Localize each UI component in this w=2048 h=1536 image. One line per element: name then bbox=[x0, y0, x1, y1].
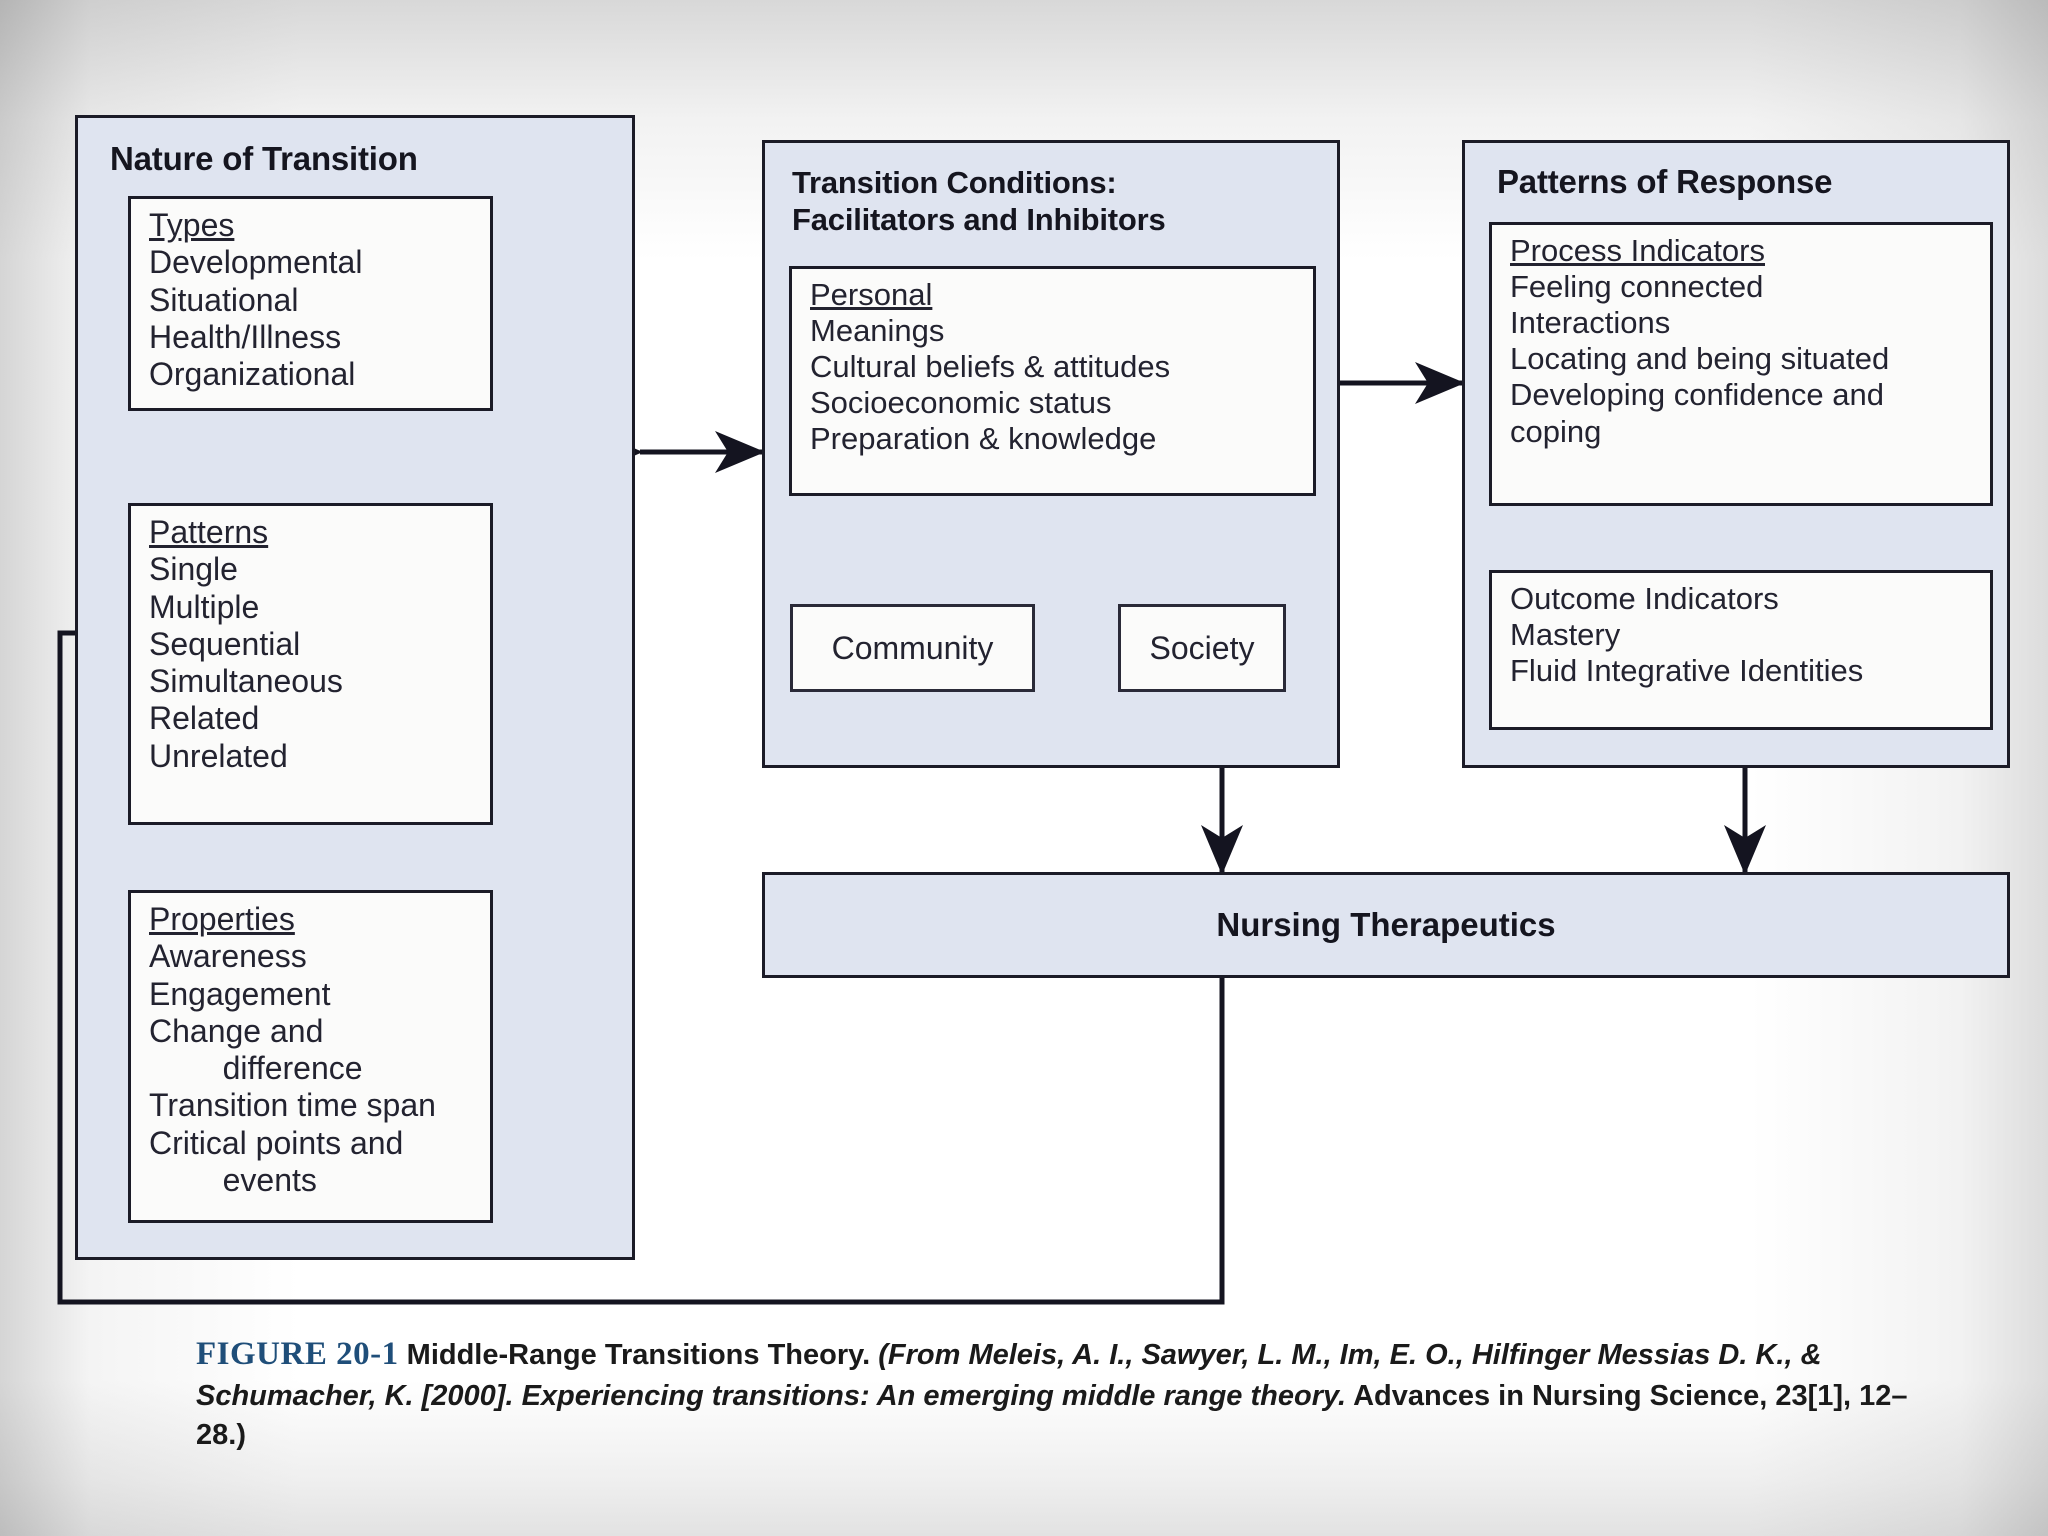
box-personal-item-1: Cultural beliefs & attitudes bbox=[810, 349, 1171, 385]
box-properties-item-5: Critical points and bbox=[149, 1124, 404, 1161]
box-outcome-content: Outcome Indicators Mastery Fluid Integra… bbox=[1510, 581, 1984, 689]
box-types-content: Types Developmental Situational Health/I… bbox=[149, 207, 484, 393]
box-process-heading: Process Indicators bbox=[1510, 233, 1765, 268]
box-properties-content: Properties Awareness Engagement Change a… bbox=[149, 901, 484, 1199]
panel-nature-title: Nature of Transition bbox=[110, 140, 418, 177]
box-outcome-item-1: Fluid Integrative Identities bbox=[1510, 653, 1864, 689]
nursing-therapeutics-label: Nursing Therapeutics bbox=[1216, 906, 1556, 943]
box-community-label: Community bbox=[831, 629, 994, 666]
box-properties-item-3: difference bbox=[222, 1050, 363, 1087]
box-properties-item-6: events bbox=[222, 1161, 317, 1198]
box-outcome-item-0: Mastery bbox=[1510, 617, 1621, 653]
box-society-label: Society bbox=[1149, 629, 1255, 666]
box-outcome-indicators: Outcome Indicators Mastery Fluid Integra… bbox=[1489, 570, 1993, 730]
box-types-item-2: Health/Illness bbox=[149, 318, 342, 355]
box-process-indicators: Process Indicators Feeling connected Int… bbox=[1489, 222, 1993, 506]
box-patterns-item-0: Single bbox=[149, 551, 238, 588]
panel-response-title: Patterns of Response bbox=[1497, 163, 1833, 200]
box-patterns-item-2: Sequential bbox=[149, 625, 301, 662]
box-patterns-item-1: Multiple bbox=[149, 588, 260, 625]
box-properties-item-2: Change and bbox=[149, 1012, 324, 1049]
box-patterns: Patterns Single Multiple Sequential Simu… bbox=[128, 503, 493, 825]
box-personal: Personal Meanings Cultural beliefs & att… bbox=[789, 266, 1316, 496]
box-properties-item-0: Awareness bbox=[149, 938, 307, 975]
box-patterns-item-5: Unrelated bbox=[149, 737, 288, 774]
box-outcome-heading: Outcome Indicators bbox=[1510, 581, 1779, 616]
figure-title: Middle-Range Transitions Theory. bbox=[406, 1339, 871, 1371]
panel-conditions-title: Transition Conditions: Facilitators and … bbox=[792, 165, 1166, 237]
box-patterns-item-4: Related bbox=[149, 700, 260, 737]
box-types-item-0: Developmental bbox=[149, 244, 363, 281]
box-types-item-1: Situational bbox=[149, 281, 299, 318]
box-properties: Properties Awareness Engagement Change a… bbox=[128, 890, 493, 1223]
box-properties-item-1: Engagement bbox=[149, 975, 331, 1012]
box-properties-item-4: Transition time span bbox=[149, 1087, 436, 1124]
box-personal-item-0: Meanings bbox=[810, 313, 945, 349]
box-types-heading: Types bbox=[149, 207, 235, 243]
figure-caption: FIGURE 20-1 Middle-Range Transitions The… bbox=[196, 1332, 1916, 1455]
box-process-item-0: Feeling connected bbox=[1510, 269, 1764, 305]
box-properties-heading: Properties bbox=[149, 901, 295, 937]
box-society: Society bbox=[1118, 604, 1286, 692]
box-personal-item-3: Preparation & knowledge bbox=[810, 421, 1157, 457]
figure-number: FIGURE 20-1 bbox=[196, 1336, 399, 1372]
box-nursing-therapeutics: Nursing Therapeutics bbox=[762, 872, 2010, 978]
box-process-item-1: Interactions bbox=[1510, 305, 1671, 341]
box-process-item-2: Locating and being situated bbox=[1510, 341, 1890, 377]
box-patterns-item-3: Simultaneous bbox=[149, 663, 343, 700]
box-personal-item-2: Socioeconomic status bbox=[810, 385, 1112, 421]
box-types: Types Developmental Situational Health/I… bbox=[128, 196, 493, 411]
box-process-item-3: Developing confidence and bbox=[1510, 377, 1884, 413]
box-community: Community bbox=[790, 604, 1035, 692]
figure-source-roman: Advances in Nursing Science, 23[1], 12–2… bbox=[196, 1379, 1908, 1451]
figure-source-italic: (From Meleis, A. I., Sawyer, L. M., Im, … bbox=[196, 1339, 1822, 1412]
box-personal-heading: Personal bbox=[810, 277, 933, 312]
box-process-item-4: coping bbox=[1510, 413, 1602, 449]
box-process-content: Process Indicators Feeling connected Int… bbox=[1510, 233, 1984, 450]
box-patterns-heading: Patterns bbox=[149, 514, 269, 550]
box-types-item-3: Organizational bbox=[149, 356, 356, 393]
box-personal-content: Personal Meanings Cultural beliefs & att… bbox=[810, 277, 1307, 458]
box-patterns-content: Patterns Single Multiple Sequential Simu… bbox=[149, 514, 484, 775]
